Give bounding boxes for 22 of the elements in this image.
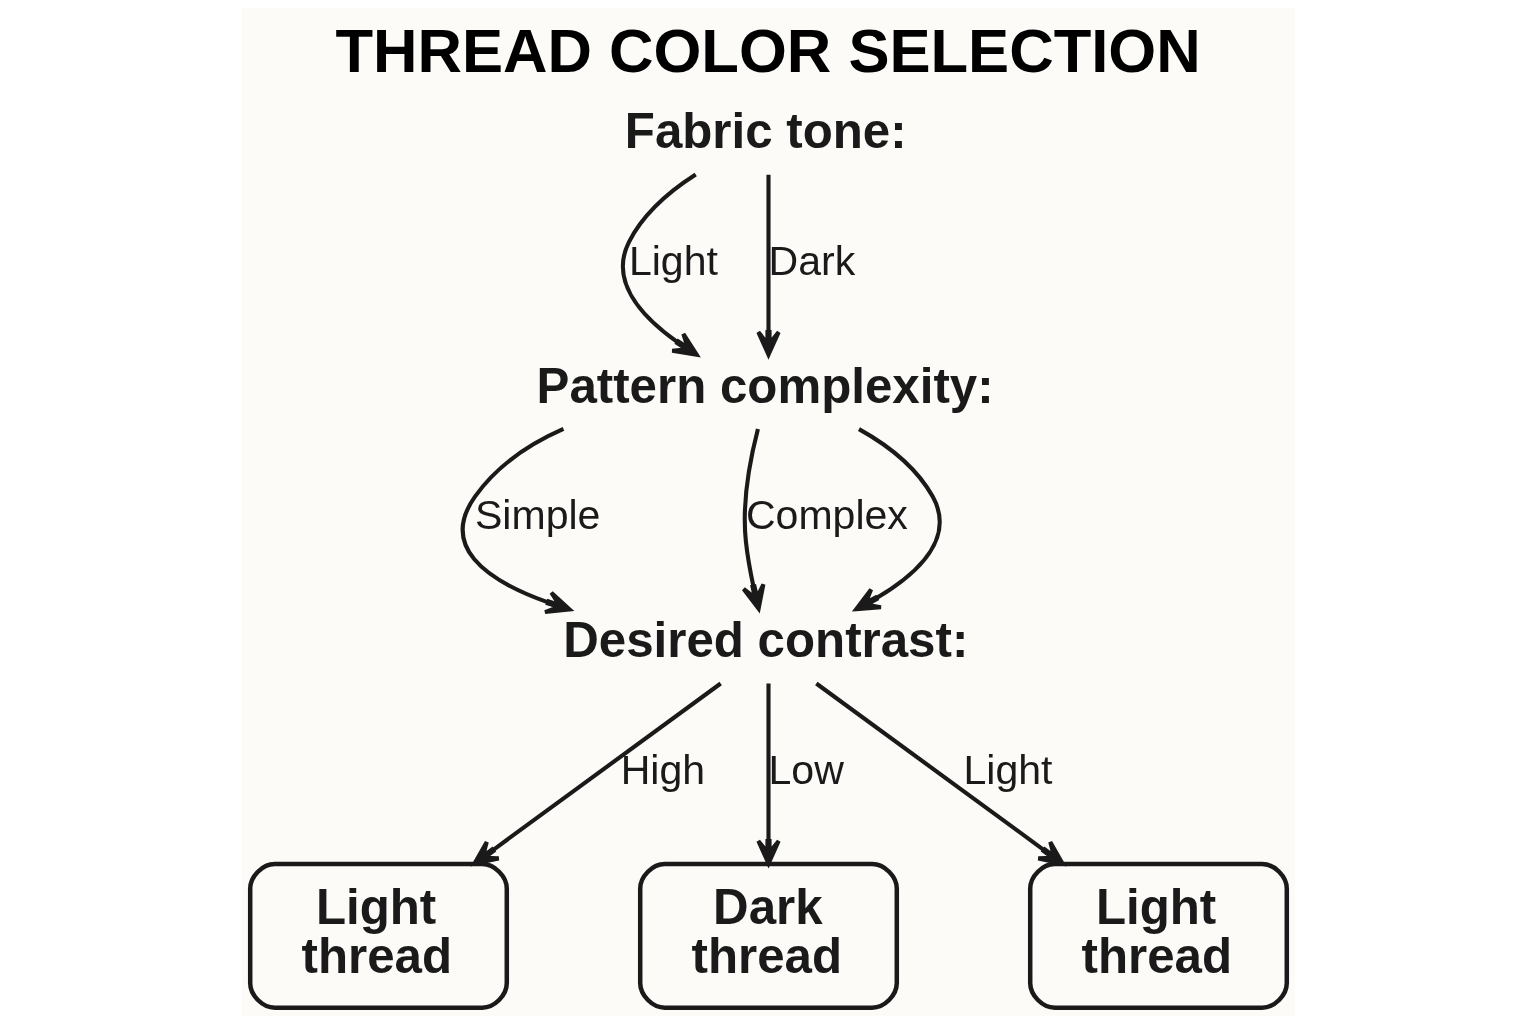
edge-label: Light <box>628 237 718 284</box>
arrow <box>471 681 722 866</box>
node-text: Desired contrast: <box>562 612 968 668</box>
arrow <box>620 172 699 357</box>
arrow <box>853 427 942 612</box>
node-box: Dark thread <box>637 861 899 1010</box>
arrow <box>814 681 1065 866</box>
arrow <box>460 427 572 615</box>
arrow <box>755 683 781 866</box>
arrow <box>755 174 781 357</box>
node-text: Fabric tone: <box>624 103 907 159</box>
edge-label: Light <box>963 746 1053 793</box>
edge-label: Low <box>768 746 844 793</box>
node-box: Light thread <box>1027 861 1289 1010</box>
arrow <box>741 428 765 611</box>
edge-label: Complex <box>745 492 908 539</box>
node-text: Pattern complexity: <box>536 357 994 413</box>
diagram-title: THREAD COLOR SELECTION <box>334 15 1201 85</box>
edge-label: Simple <box>474 492 600 539</box>
edge-label: Dark <box>768 237 855 284</box>
edge-label: High <box>620 746 705 793</box>
node-box: Light thread <box>247 861 509 1010</box>
